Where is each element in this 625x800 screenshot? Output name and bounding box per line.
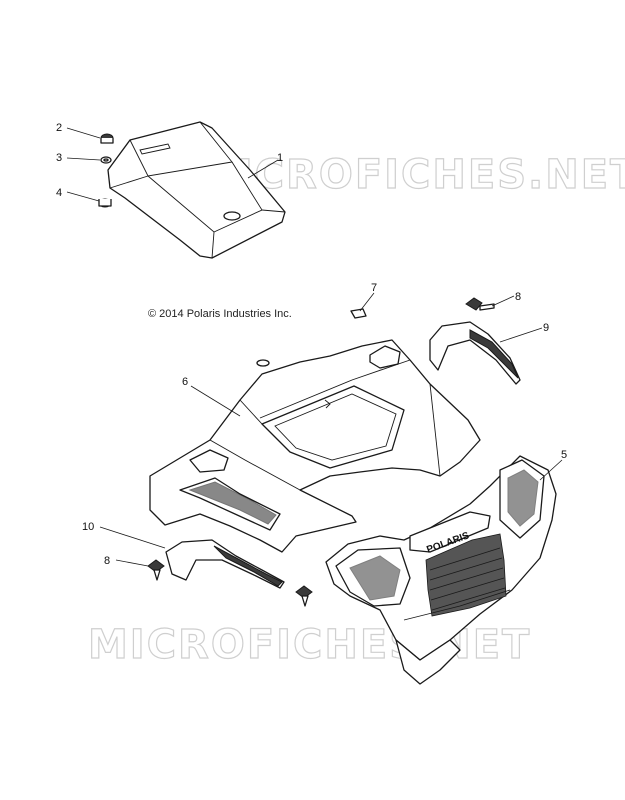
main-hood-part — [149, 339, 481, 553]
push-rivet-upper — [465, 297, 495, 311]
right-trim-part — [429, 321, 521, 385]
callout-6: 6 — [182, 376, 188, 388]
hood-clip-part — [350, 308, 367, 319]
leader-9 — [499, 327, 543, 343]
front-fascia-part: POLARIS — [325, 455, 557, 685]
callout-3: 3 — [56, 152, 62, 164]
callout-2: 2 — [56, 122, 62, 134]
left-trim-part — [165, 539, 285, 589]
push-rivet-lower-center — [295, 585, 313, 607]
watermark-bottom: MICROFICHES.NET — [88, 622, 531, 668]
callout-1: 1 — [277, 152, 283, 164]
leader-3 — [66, 157, 101, 161]
leader-10 — [99, 526, 166, 549]
callout-8-lower: 8 — [104, 555, 110, 567]
leader-6 — [190, 385, 241, 417]
leader-1 — [247, 159, 279, 179]
leader-4 — [66, 191, 100, 202]
callout-9: 9 — [543, 322, 549, 334]
callout-10: 10 — [82, 521, 94, 533]
callout-7: 7 — [371, 282, 377, 294]
callout-5: 5 — [561, 449, 567, 461]
leader-7 — [359, 292, 375, 312]
leader-8-upper — [491, 295, 515, 307]
leader-5 — [539, 459, 563, 481]
fastener-stack — [98, 133, 114, 208]
push-rivet-lower-left — [147, 559, 165, 581]
leader-8-lower — [115, 559, 149, 567]
callout-8-upper: 8 — [515, 291, 521, 303]
callout-4: 4 — [56, 187, 62, 199]
hood-cover-part — [107, 121, 286, 259]
copyright-text: © 2014 Polaris Industries Inc. — [148, 308, 292, 320]
leader-2 — [66, 127, 101, 139]
